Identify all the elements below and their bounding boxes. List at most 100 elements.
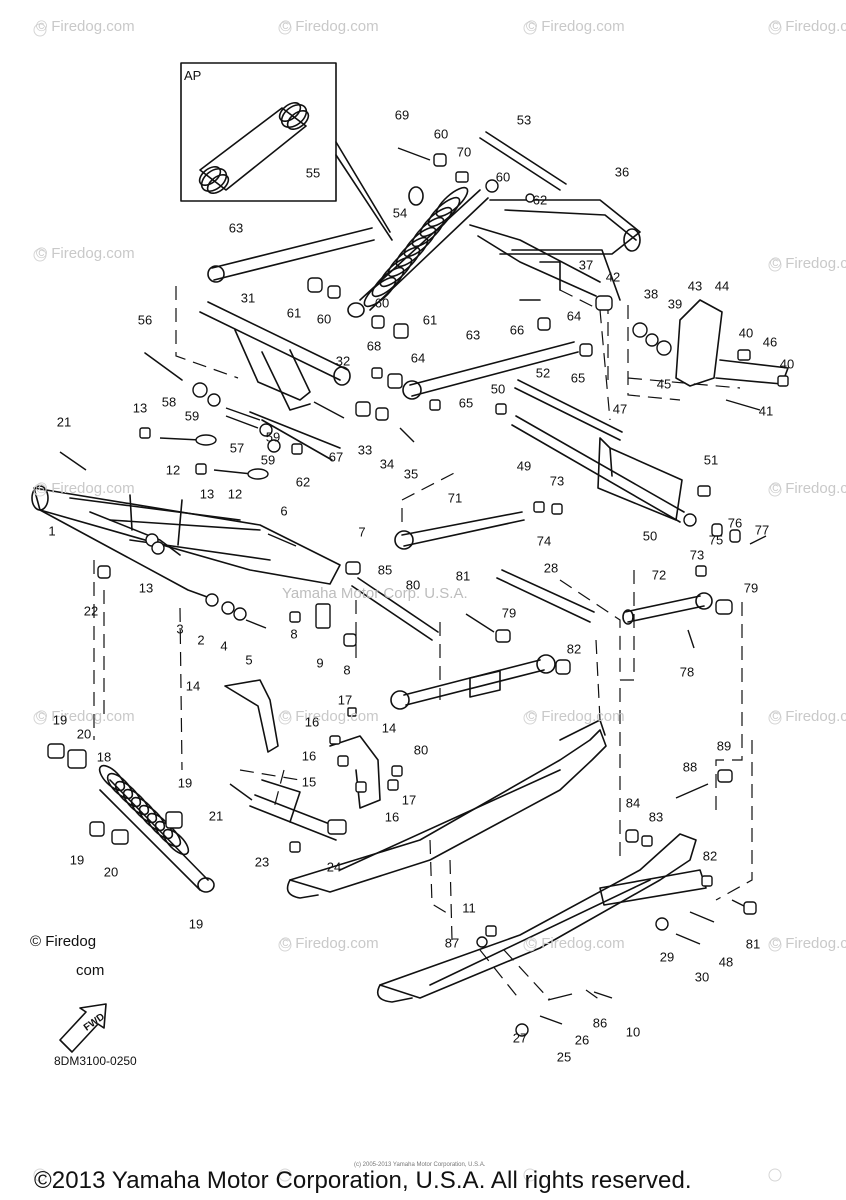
part-callout: 40	[738, 325, 754, 341]
part-callout: 83	[648, 809, 664, 825]
part-callout: 36	[614, 164, 630, 180]
part-callout: 20	[76, 726, 92, 742]
part-callout: 16	[384, 809, 400, 825]
part-callout: 64	[566, 308, 582, 324]
part-callout: 71	[447, 490, 463, 506]
rod-85	[351, 577, 439, 641]
part-callout: 65	[570, 370, 586, 386]
watermark: © Firedog.com	[770, 255, 846, 272]
inset-label: AP	[184, 68, 202, 83]
part-callout: 63	[228, 220, 244, 236]
part-callout: 59	[260, 452, 276, 468]
part-callout: 86	[592, 1015, 608, 1031]
part-callout: 60	[433, 126, 449, 142]
part-callout: 6	[280, 503, 288, 519]
watermark: © Firedog.com	[770, 708, 846, 725]
part-callout: 16	[304, 714, 320, 730]
part-callout: 80	[405, 577, 421, 593]
part-callout: 21	[208, 808, 224, 824]
part-callout: 33	[357, 442, 373, 458]
part-callout: 63	[465, 327, 481, 343]
part-callout: 64	[410, 350, 426, 366]
part-callout: 74	[536, 533, 552, 549]
part-callout: 21	[56, 414, 72, 430]
part-callout: 17	[401, 792, 417, 808]
part-callout: 15	[301, 774, 317, 790]
part-callout: 73	[689, 547, 705, 563]
watermark: © Firedog.com	[280, 935, 379, 952]
part-callout: 16	[301, 748, 317, 764]
part-callout: 7	[358, 524, 366, 540]
part-callout: 88	[682, 759, 698, 775]
part-callout: 73	[549, 473, 565, 489]
rod-72	[624, 595, 705, 623]
part-callout: 57	[229, 440, 245, 456]
part-callout: 87	[444, 935, 460, 951]
part-callout: 11	[462, 900, 476, 916]
part-callout: 29	[659, 949, 675, 965]
firedog-brand-suffix: com	[76, 962, 105, 979]
part-callout: 38	[643, 286, 659, 302]
rod-28	[496, 569, 595, 623]
part-callout: 40	[779, 356, 795, 372]
part-callout: 4	[220, 638, 228, 654]
part-callout: 79	[743, 580, 759, 596]
inset-boot-55	[198, 101, 310, 195]
watermark: © Firedog.com	[280, 18, 379, 35]
bolt-56	[144, 352, 183, 381]
watermark: © Firedog.com	[36, 708, 135, 725]
part-callout: 65	[458, 395, 474, 411]
part-callout: 61	[286, 305, 302, 321]
watermark: © Firedog.com	[770, 480, 846, 497]
rear-shock-54	[347, 186, 489, 318]
part-callout: 41	[758, 403, 774, 419]
part-callout: 19	[69, 852, 85, 868]
part-callout: 53	[516, 112, 532, 128]
part-callout: 89	[716, 738, 732, 754]
watermark: © Firedog.com	[770, 935, 846, 952]
part-callout: 12	[165, 462, 181, 478]
ap-inset-box	[180, 62, 337, 202]
part-callout: 60	[495, 169, 511, 185]
part-callout: 45	[656, 376, 672, 392]
part-callout: 19	[188, 916, 204, 932]
part-callout: 27	[512, 1030, 528, 1046]
part-callout: 9	[316, 655, 324, 671]
watermark: © Firedog.com	[36, 245, 135, 262]
part-callout: 19	[52, 712, 68, 728]
part-callout: 77	[754, 522, 770, 538]
part-callout: 55	[305, 165, 321, 181]
part-callout: 26	[574, 1032, 590, 1048]
part-callout: 39	[667, 296, 683, 312]
watermark: © Firedog.com	[36, 18, 135, 35]
front-arm-31	[199, 301, 351, 461]
part-callout: 50	[490, 381, 506, 397]
part-callout: 8	[343, 662, 351, 678]
link-bar-63-top	[211, 227, 375, 281]
rear-arm-assembly	[469, 131, 641, 301]
part-callout: 81	[745, 936, 761, 952]
part-callout: 62	[532, 192, 548, 208]
part-callout: 22	[83, 603, 99, 619]
part-callout: 51	[703, 452, 719, 468]
part-callout: 82	[566, 641, 582, 657]
part-callout: 18	[96, 749, 112, 765]
part-callout: 5	[245, 652, 253, 668]
part-callout: 48	[718, 954, 734, 970]
slide-rail-upper	[286, 719, 607, 899]
part-callout: 8	[290, 626, 298, 642]
part-callout: 60	[374, 295, 390, 311]
part-callout: 69	[394, 107, 410, 123]
part-callout: 47	[612, 401, 628, 417]
part-callout: 68	[366, 338, 382, 354]
part-callout: 3	[176, 621, 184, 637]
part-callout: 19	[177, 775, 193, 791]
part-callout: 14	[381, 720, 397, 736]
part-callout: 59	[265, 429, 281, 445]
watermark: © Firedog.com	[526, 708, 625, 725]
part-callout: 13	[199, 486, 215, 502]
watermark: © Firedog.com	[770, 18, 846, 35]
part-code: 8DM3100-0250	[54, 1054, 137, 1068]
watermark: © Firedog.com	[36, 480, 135, 497]
